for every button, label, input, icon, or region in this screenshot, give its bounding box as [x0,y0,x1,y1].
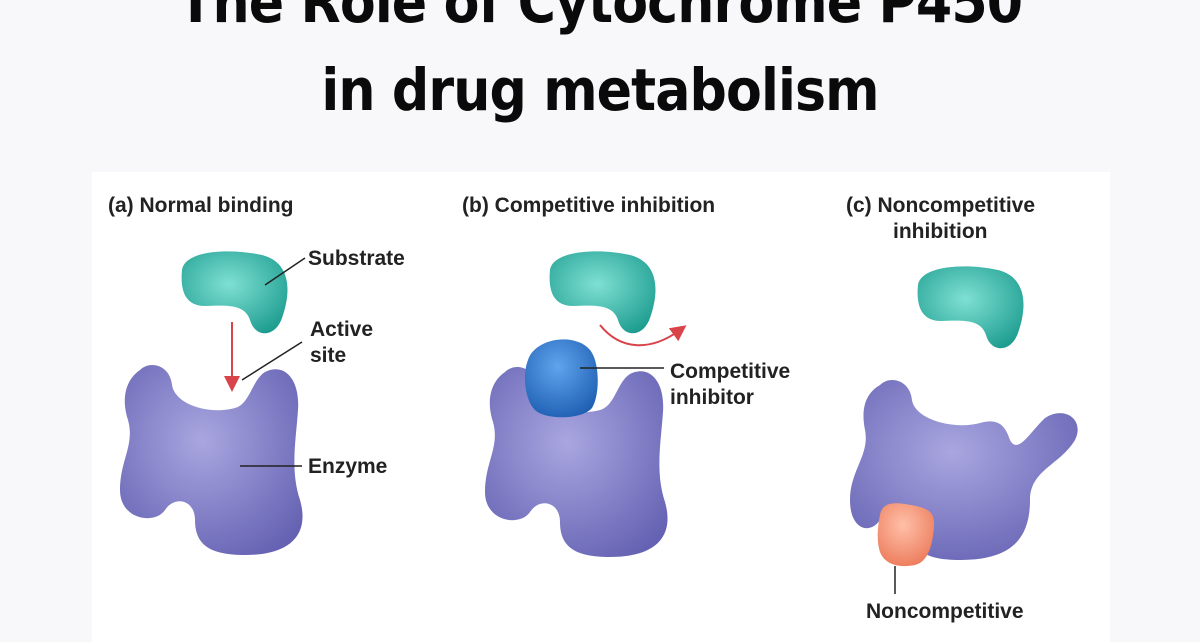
noncompetitive-inhibitor-label-1: Noncompetitive [866,600,1024,623]
active-site-label-2: site [310,344,346,367]
competitive-inhibitor-label-2: inhibitor [670,386,754,409]
panel-a-heading: (a) Normal binding [108,194,294,217]
panel-c-heading-1: (c) Noncompetitive [846,194,1035,217]
enzyme-inhibition-diagram: (a) Normal binding Substrate Active site… [108,194,1078,628]
substrate-label: Substrate [308,247,405,270]
noncompetitive-inhibitor-shape [877,503,935,567]
enzyme-shape [120,365,303,555]
substrate-shape [181,251,288,334]
title-line-1: The Role of Cytochrome P450 [177,0,1023,36]
noncompetitive-inhibitor-label-2: inhibitor [866,626,950,628]
arrow-icon [599,324,687,347]
enzyme-shape [485,367,668,557]
active-site-label-1: Active [310,318,373,341]
substrate-shape [549,251,656,334]
competitive-inhibitor-label-1: Competitive [670,360,790,383]
competitive-inhibitor-shape [524,339,598,418]
panel-c-heading-2: inhibition [893,220,987,243]
panel-b-heading: (b) Competitive inhibition [462,194,715,217]
title-line-2: in drug metabolism [321,56,879,124]
enzyme-label: Enzyme [308,455,387,478]
substrate-shape [917,266,1024,349]
